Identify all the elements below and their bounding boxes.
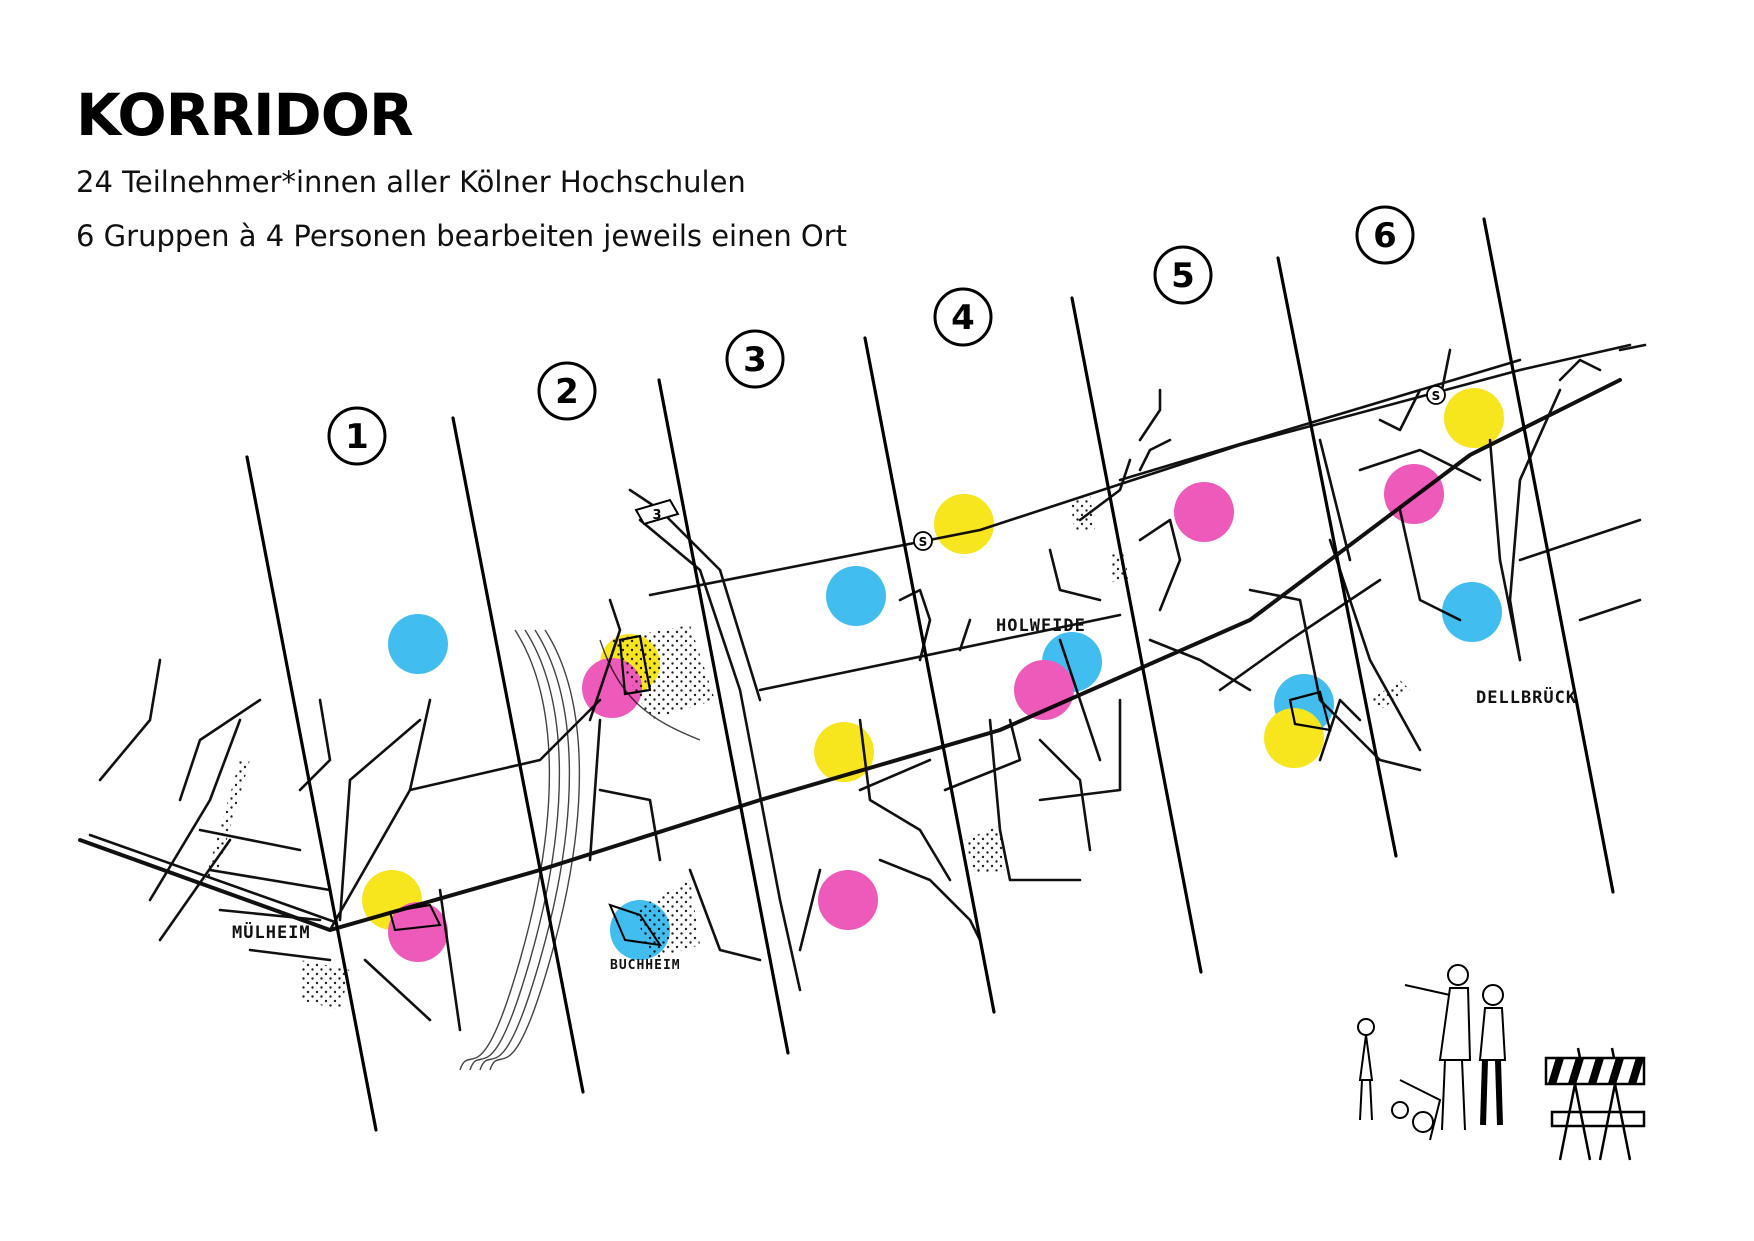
highway-marker: 3 [634,498,680,526]
svg-text:3: 3 [743,340,767,380]
section-number-5: 5 [1153,245,1213,305]
marker-cyan [826,566,886,626]
marker-yellow [1264,708,1324,768]
railway [459,629,701,1071]
marker-magenta [1384,464,1444,524]
place-label-muelheim: MÜLHEIM [232,921,311,943]
sbahn-marker-1: S [913,531,933,551]
corridor-dividers [245,217,1615,1132]
marker-magenta [582,658,642,718]
marker-yellow [814,722,874,782]
subtitle-groups: 6 Gruppen à 4 Personen bearbeiten jeweil… [76,219,848,253]
sbahn-marker-2: S [1426,385,1446,405]
marker-magenta [388,902,448,962]
site-markers [362,388,1504,962]
marker-yellow [1444,388,1504,448]
svg-text:3: 3 [652,508,661,523]
marker-yellow [934,494,994,554]
place-label-dellbrueck: DELLBRÜCK [1476,686,1577,708]
section-number-1: 1 [327,406,387,466]
marker-magenta [1014,660,1074,720]
site-outlines [388,634,1332,947]
section-number-3: 3 [725,329,785,389]
section-number-2: 2 [537,361,597,421]
marker-cyan [1442,582,1502,642]
svg-text:1: 1 [345,417,369,457]
svg-text:6: 6 [1373,216,1397,256]
svg-text:4: 4 [951,298,975,338]
dotted-areas [205,495,1410,1010]
svg-text:2: 2 [555,372,579,412]
marker-magenta [818,870,878,930]
svg-text:S: S [919,535,928,549]
marker-cyan [388,614,448,674]
people-illustration [1357,964,1507,1141]
svg-text:S: S [1432,389,1441,403]
marker-magenta [1174,482,1234,542]
roads [78,343,1647,1032]
section-number-4: 4 [933,287,993,347]
page-title: KORRIDOR [76,81,414,149]
subtitle-participants: 24 Teilnehmer*innen aller Kölner Hochsch… [76,165,746,199]
svg-text:5: 5 [1171,256,1195,296]
barrier-illustration [1544,1047,1646,1161]
place-label-holweide: HOLWEIDE [996,616,1086,636]
section-number-6: 6 [1355,205,1415,265]
place-label-buchheim: BUCHHEIM [610,958,681,973]
